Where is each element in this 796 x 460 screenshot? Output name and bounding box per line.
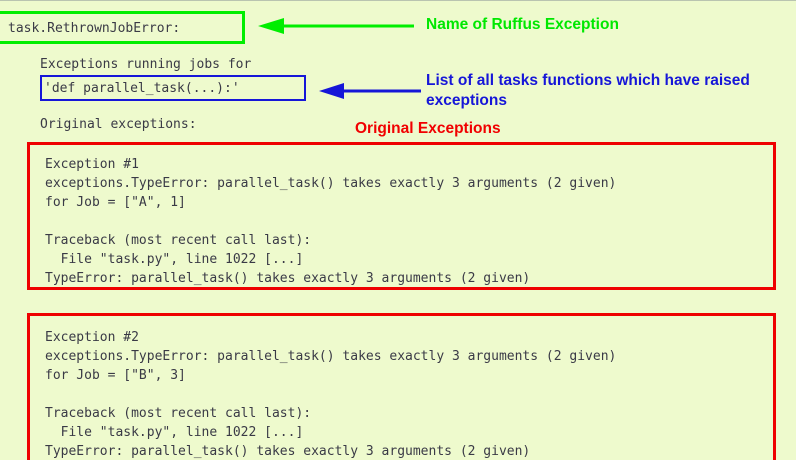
exception-block-1-highlight-box [27, 142, 776, 290]
exceptions-running-jobs-text: Exceptions running jobs for [40, 57, 252, 72]
exception-block-1-title: Exception #1 [45, 157, 139, 172]
blue-left-arrow-icon [319, 83, 421, 99]
exception-block-2-traceback-header: Traceback (most recent call last): [45, 406, 312, 421]
exception-name-highlight-box [0, 11, 245, 44]
task-signature-highlight-box [40, 75, 306, 101]
exception-block-2-error-line: TypeError: parallel_task() takes exactly… [45, 444, 531, 459]
annotation-exception-name-label: Name of Ruffus Exception [426, 16, 619, 33]
exception-block-1-exception-line: exceptions.TypeError: parallel_task() ta… [45, 176, 617, 191]
exception-block-1-traceback-header: Traceback (most recent call last): [45, 233, 312, 248]
exception-block-1-job-line: for Job = ["A", 1] [45, 195, 186, 210]
original-exceptions-label: Original exceptions: [40, 117, 197, 132]
task-signature-text: 'def parallel_task(...):' [44, 81, 240, 96]
exception-block-1-error-line: TypeError: parallel_task() takes exactly… [45, 271, 531, 286]
exception-block-1-file-line: File "task.py", line 1022 [...] [45, 252, 304, 267]
green-left-arrow-icon [258, 18, 414, 34]
exception-block-2-title: Exception #2 [45, 330, 139, 345]
exception-block-2-job-line: for Job = ["B", 3] [45, 368, 186, 383]
exception-block-2-file-line: File "task.py", line 1022 [...] [45, 425, 304, 440]
exception-block-2-exception-line: exceptions.TypeError: parallel_task() ta… [45, 349, 617, 364]
exception-block-2-highlight-box [27, 313, 776, 460]
annotation-original-exceptions-label: Original Exceptions [355, 120, 501, 137]
annotation-task-list-label: List of all tasks functions which have r… [426, 72, 750, 109]
exception-name-text: task.RethrownJobError: [8, 21, 181, 36]
